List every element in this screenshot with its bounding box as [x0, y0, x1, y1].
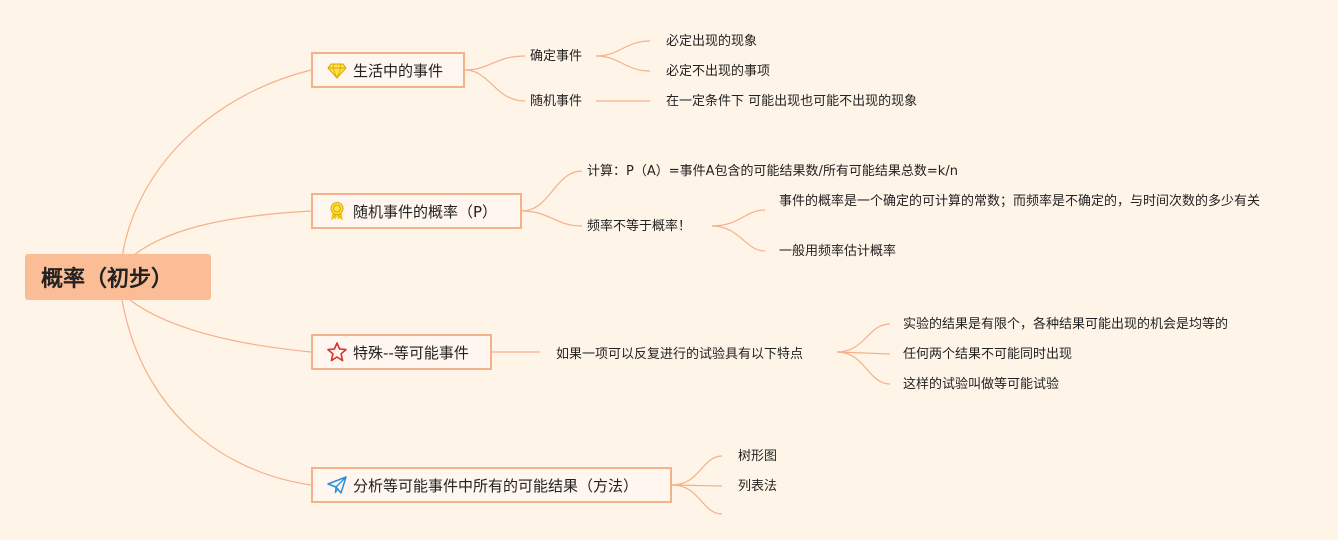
connector-b1-certain: [464, 55, 526, 71]
root-topic[interactable]: 概率（初步）: [25, 254, 211, 300]
connector-b4-empty: [671, 484, 723, 515]
leaf-random-definition[interactable]: 在一定条件下 可能出现也可能不出现的现象: [666, 94, 918, 109]
connector-b2-formula: [521, 170, 583, 212]
topic-calculation-formula[interactable]: 计算：P（A）=事件A包含的可能结果数/所有可能结果总数=k/n: [587, 164, 958, 179]
topic-trial-features[interactable]: 如果一项可以反复进行的试验具有以下特点: [556, 347, 804, 362]
branch-random-probability[interactable]: 随机事件的概率（P）: [311, 193, 522, 229]
branch-equal-likelihood[interactable]: 特殊--等可能事件: [311, 334, 492, 370]
topic-random-event[interactable]: 随机事件: [530, 94, 583, 109]
leaf-tree-diagram[interactable]: 树形图: [738, 449, 778, 464]
branch-label: 分析等可能事件中所有的可能结果（方法）: [353, 476, 639, 495]
leaf-probability-constant[interactable]: 事件的概率是一个确定的可计算的常数；而频率是不确定的，与时间次数的多少有关: [779, 194, 1261, 209]
leaf-must-not-occur[interactable]: 必定不出现的事项: [666, 64, 771, 79]
connector-certain-leaf-1: [595, 40, 651, 57]
branch-analysis-methods[interactable]: 分析等可能事件中所有的可能结果（方法）: [311, 467, 672, 503]
paper-plane-icon: [327, 475, 347, 495]
connector-root-branch-2: [129, 210, 312, 259]
connector-b1-random: [464, 69, 526, 102]
connector-root-branch-4: [121, 299, 312, 486]
branch-label: 随机事件的概率（P）: [353, 202, 498, 221]
leaf-finite-equal-outcomes[interactable]: 实验的结果是有限个，各种结果可能出现的机会是均等的: [903, 317, 1229, 332]
connector-features-leaf-1: [836, 323, 891, 353]
award-ribbon-icon: [327, 201, 347, 221]
star-icon: [327, 342, 347, 362]
leaf-frequency-estimate[interactable]: 一般用频率估计概率: [779, 244, 897, 259]
connector-b4-tree: [671, 455, 723, 486]
connector-root-branch-3: [129, 299, 312, 353]
branch-life-events[interactable]: 生活中的事件: [311, 52, 465, 88]
connector-frequency-leaf-1: [711, 209, 766, 227]
leaf-mutually-exclusive[interactable]: 任何两个结果不可能同时出现: [903, 347, 1073, 362]
leaf-table-method[interactable]: 列表法: [738, 479, 778, 494]
topic-frequency-not-probability[interactable]: 频率不等于概率！: [587, 219, 692, 234]
leaf-equal-likelihood-trial[interactable]: 这样的试验叫做等可能试验: [903, 377, 1060, 392]
connector-b2-frequency: [521, 210, 583, 227]
connector-features-leaf-2: [836, 351, 891, 355]
connector-certain-leaf-2: [595, 55, 651, 72]
connector-features-leaf-3: [836, 351, 891, 385]
branch-label: 特殊--等可能事件: [353, 343, 469, 362]
topic-certain-event[interactable]: 确定事件: [530, 49, 583, 64]
connector-b4-table: [671, 484, 723, 487]
connector-root-branch-1: [121, 69, 312, 259]
diamond-icon: [327, 60, 347, 80]
connector-frequency-leaf-2: [711, 225, 766, 252]
branch-label: 生活中的事件: [353, 61, 444, 80]
leaf-must-occur[interactable]: 必定出现的现象: [666, 34, 758, 49]
